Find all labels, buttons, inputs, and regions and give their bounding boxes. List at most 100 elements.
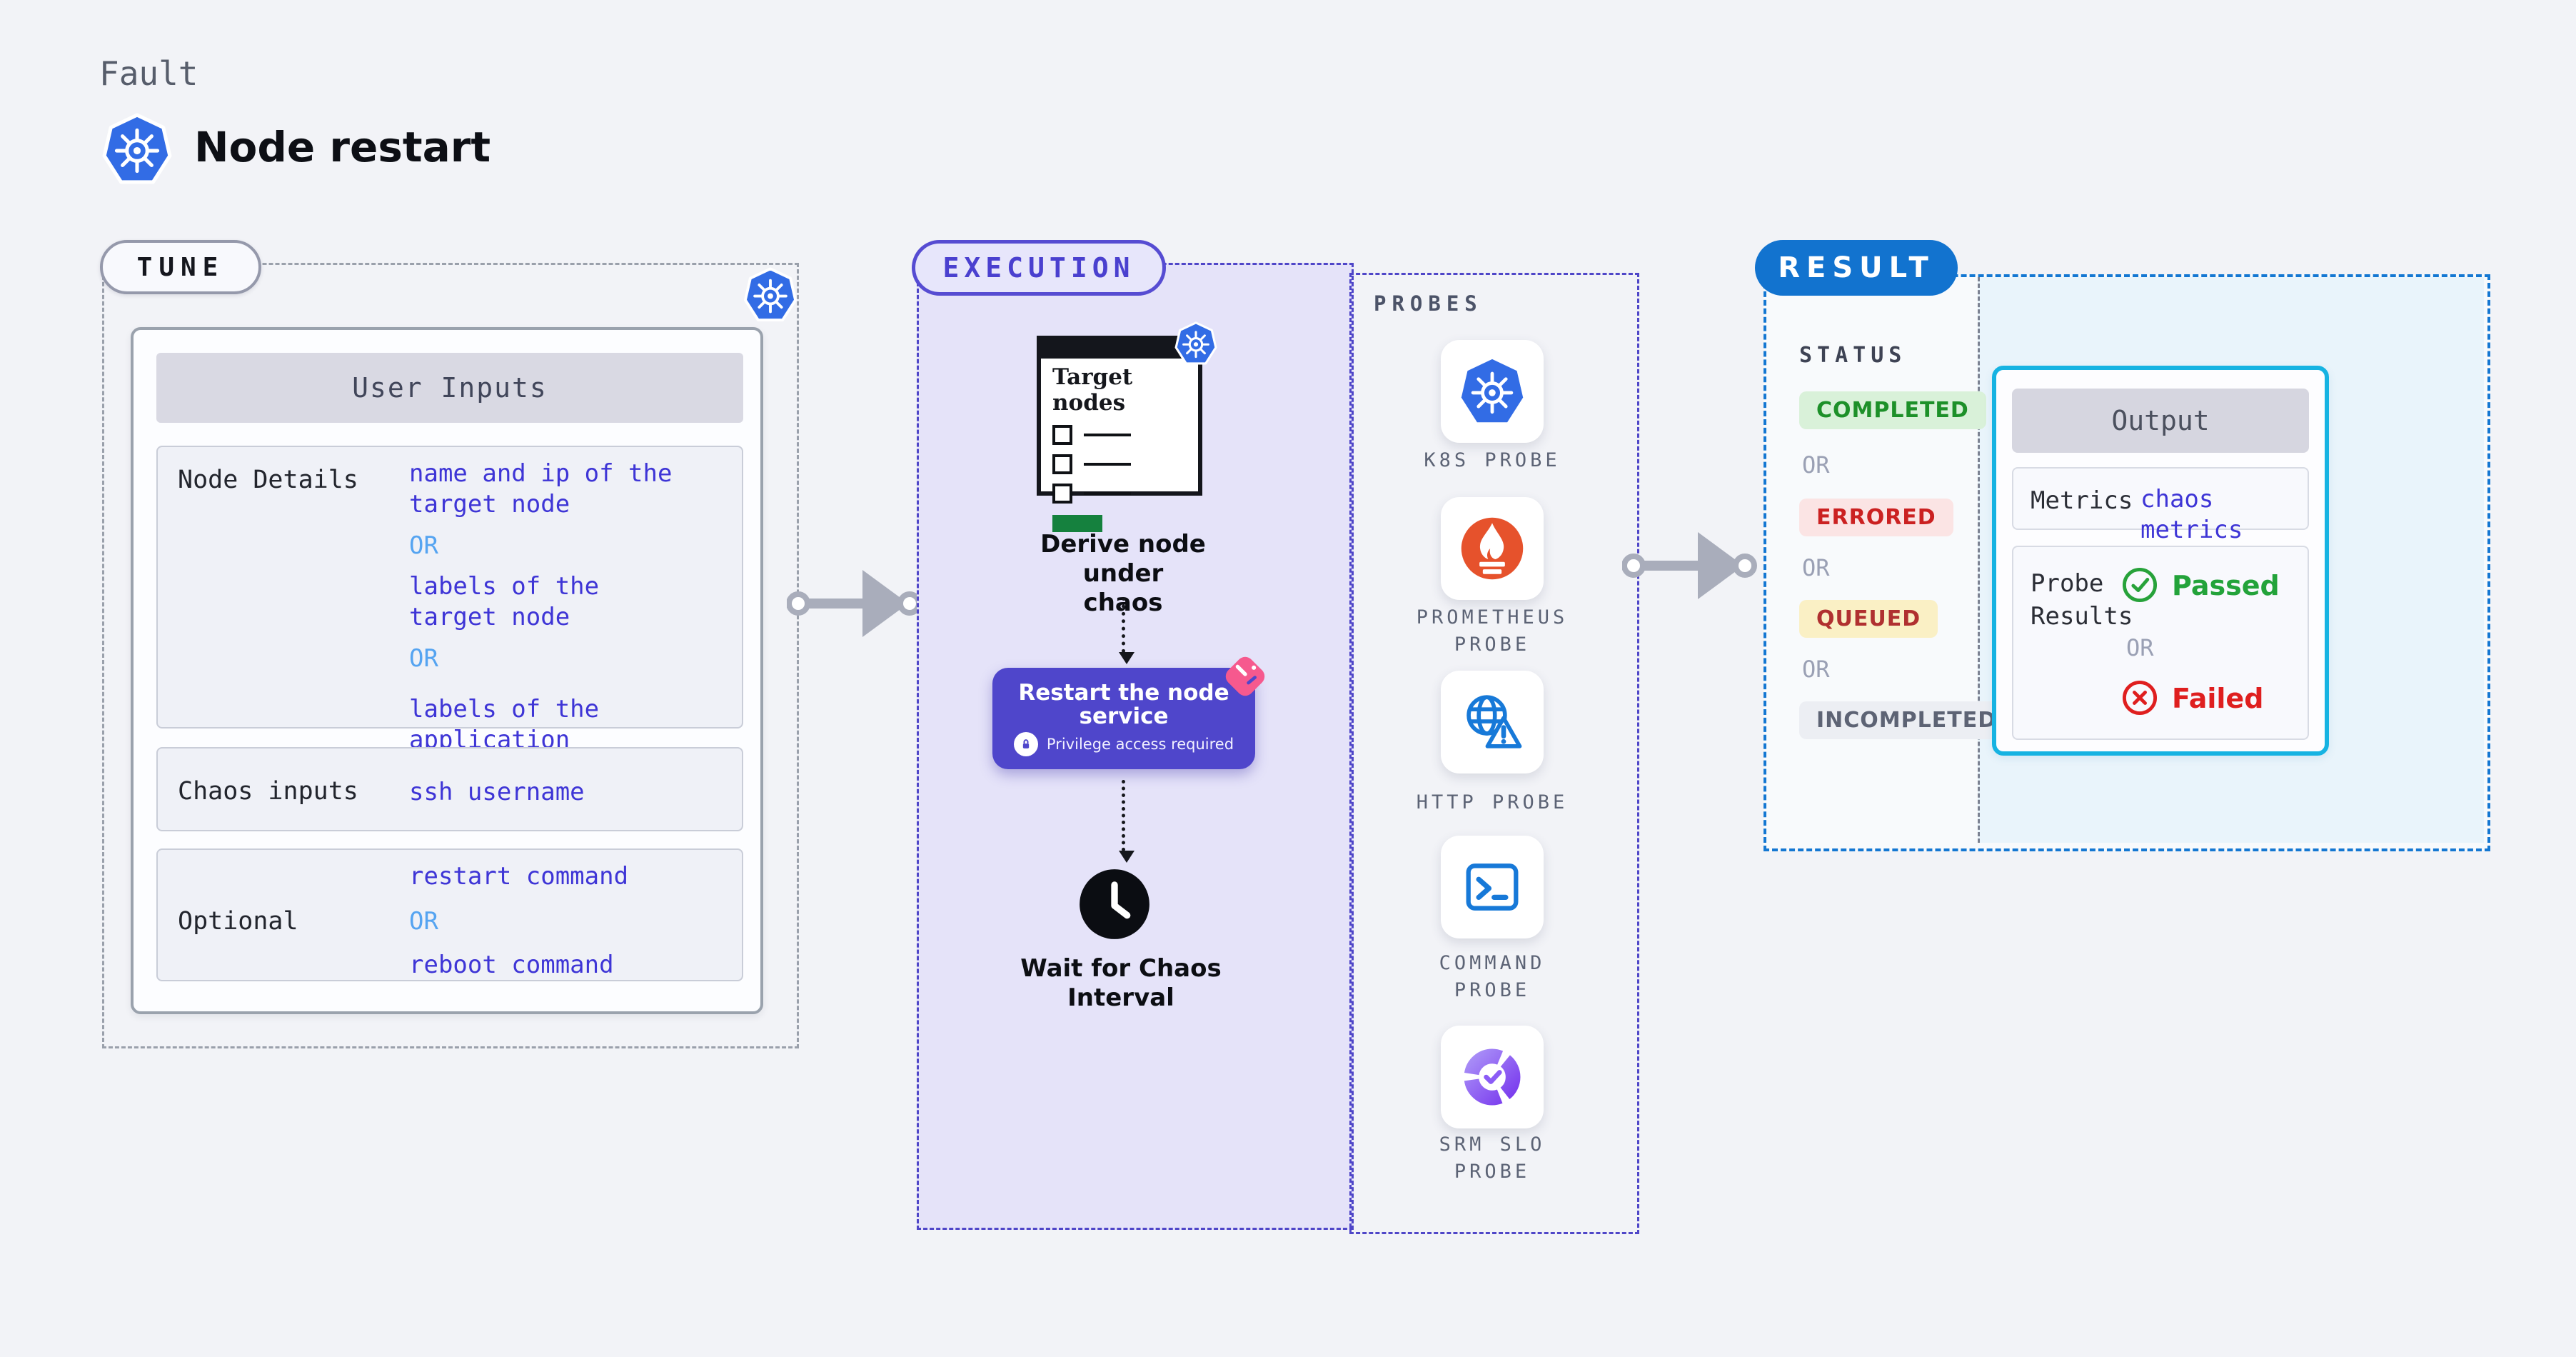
flow-arrow-right-icon xyxy=(787,570,922,637)
tune-section xyxy=(102,263,799,1048)
privilege-note: Privilege access required xyxy=(1046,736,1234,753)
status-badge-queued: QUEUED xyxy=(1799,600,1938,638)
srm-slo-probe-card xyxy=(1441,1026,1544,1128)
k8s-icon xyxy=(1461,359,1524,423)
chaos-inputs-label: Chaos inputs xyxy=(178,777,358,806)
metrics-row: Metrics chaos metrics xyxy=(2012,467,2309,544)
probe-label-line: PROBE xyxy=(1454,634,1531,656)
result-badge: RESULT xyxy=(1755,240,1958,296)
node-checkbox-row xyxy=(1052,454,1198,474)
failed-x-icon xyxy=(2122,680,2158,716)
restart-step-label: Restart the node xyxy=(1018,680,1229,706)
output-header: Output xyxy=(2012,389,2309,453)
flow-arrow-down-icon xyxy=(1119,597,1134,664)
user-inputs-card: User Inputs Node Details name and ip of … xyxy=(131,327,763,1014)
probe-label: K8S PROBE xyxy=(1385,447,1599,474)
http-globe-icon xyxy=(1466,695,1522,748)
wait-interval-label: Wait for Chaos xyxy=(1020,954,1222,983)
probes-section xyxy=(1349,273,1639,1234)
window-title-bar xyxy=(1041,340,1198,359)
optional-value: reboot command xyxy=(409,951,614,979)
optional-row: Optional restart command OR reboot comma… xyxy=(156,848,743,981)
tune-badge-label: TUNE xyxy=(136,252,225,282)
probe-results-row: Probe Results Passed OR Failed xyxy=(2012,546,2309,740)
status-badge-completed: COMPLETED xyxy=(1799,391,1986,429)
probe-label-line: SRM SLO xyxy=(1439,1133,1546,1156)
derive-node-label: Derive node under xyxy=(1040,530,1206,588)
lock-icon xyxy=(1013,732,1038,756)
status-title: STATUS xyxy=(1799,343,1907,368)
probe-results-label: Results xyxy=(2031,602,2133,631)
flow-arrow-right-icon xyxy=(1622,532,1757,599)
probe-label: COMMAND PROBE xyxy=(1385,950,1599,1004)
kubernetes-icon xyxy=(102,113,172,184)
execution-badge: EXECUTION xyxy=(912,240,1166,296)
or-separator: OR xyxy=(1802,656,1830,683)
node-line xyxy=(1084,463,1131,466)
node-checkbox-row xyxy=(1052,425,1198,445)
or-separator: OR xyxy=(1802,451,1830,479)
node-checkbox-row xyxy=(1052,484,1198,504)
user-inputs-header: User Inputs xyxy=(156,353,743,423)
node-details-value: target node xyxy=(409,490,570,519)
metrics-value: chaos metrics xyxy=(2140,485,2243,544)
checkbox-icon xyxy=(1052,454,1072,474)
probe-label-line: PROBE xyxy=(1454,1161,1531,1183)
probe-label-line: COMMAND xyxy=(1439,952,1546,974)
terminal-icon xyxy=(1466,863,1519,911)
node-details-value: labels of the xyxy=(409,572,600,601)
probe-label: PROMETHEUS PROBE xyxy=(1385,604,1599,659)
metrics-label: Metrics xyxy=(2031,486,2133,515)
probe-label-line: HTTP PROBE xyxy=(1416,791,1569,813)
failed-label: Failed xyxy=(2172,683,2264,714)
optional-label: Optional xyxy=(178,907,298,936)
or-separator: OR xyxy=(1802,554,1830,581)
fault-eyebrow: Fault xyxy=(99,54,198,93)
tune-badge: TUNE xyxy=(100,240,261,294)
probe-label: HTTP PROBE xyxy=(1385,789,1599,816)
node-line xyxy=(1084,434,1131,436)
wait-interval-label: Interval xyxy=(1067,983,1174,1012)
optional-value: restart command xyxy=(409,862,629,891)
probe-label: SRM SLO PROBE xyxy=(1385,1131,1599,1186)
probe-results-label: Probe xyxy=(2031,569,2104,598)
target-nodes-title: Target xyxy=(1052,364,1133,390)
passed-label: Passed xyxy=(2172,570,2280,601)
target-nodes-window: Target nodes xyxy=(1037,336,1202,532)
target-nodes-title: nodes xyxy=(1052,390,1126,416)
clock-icon xyxy=(1080,869,1149,939)
prometheus-icon xyxy=(1461,517,1524,580)
probe-label-line: K8S PROBE xyxy=(1424,449,1561,471)
or-separator: OR xyxy=(409,644,438,673)
probe-label-line: PROMETHEUS xyxy=(1416,606,1569,629)
restart-node-service-step: Restart the node service Privilege acces… xyxy=(992,656,1265,769)
node-line xyxy=(1084,492,1131,495)
result-badge-label: RESULT xyxy=(1778,251,1935,284)
node-details-value: name and ip of the xyxy=(409,459,673,488)
progress-bar xyxy=(1052,515,1102,532)
kubernetes-icon xyxy=(1174,321,1217,365)
output-box: Output Metrics chaos metrics Probe Resul… xyxy=(1992,366,2329,756)
passed-check-icon xyxy=(2122,567,2158,603)
flow-arrow-down-icon xyxy=(1119,780,1134,863)
probes-title: PROBES xyxy=(1374,291,1483,316)
chaos-inputs-row: Chaos inputs ssh username xyxy=(156,747,743,831)
command-probe-card xyxy=(1441,836,1544,938)
or-separator: OR xyxy=(2126,634,2154,661)
srm-slo-icon xyxy=(1464,1048,1521,1106)
status-badge-errored: ERRORED xyxy=(1799,499,1953,536)
status-badge-incompleted: INCOMPLETED xyxy=(1799,701,2014,739)
chaos-experiment-icon xyxy=(1225,656,1265,696)
http-probe-card xyxy=(1441,671,1544,773)
prometheus-probe-card xyxy=(1441,497,1544,600)
node-details-value: target node xyxy=(409,603,570,631)
or-separator: OR xyxy=(409,531,438,560)
node-details-label: Node Details xyxy=(178,466,358,494)
or-separator: OR xyxy=(409,907,438,936)
k8s-probe-card xyxy=(1441,340,1544,443)
checkbox-icon xyxy=(1052,425,1072,445)
node-details-row: Node Details name and ip of the target n… xyxy=(156,446,743,816)
kubernetes-icon xyxy=(743,267,798,322)
execution-badge-label: EXECUTION xyxy=(942,252,1135,284)
